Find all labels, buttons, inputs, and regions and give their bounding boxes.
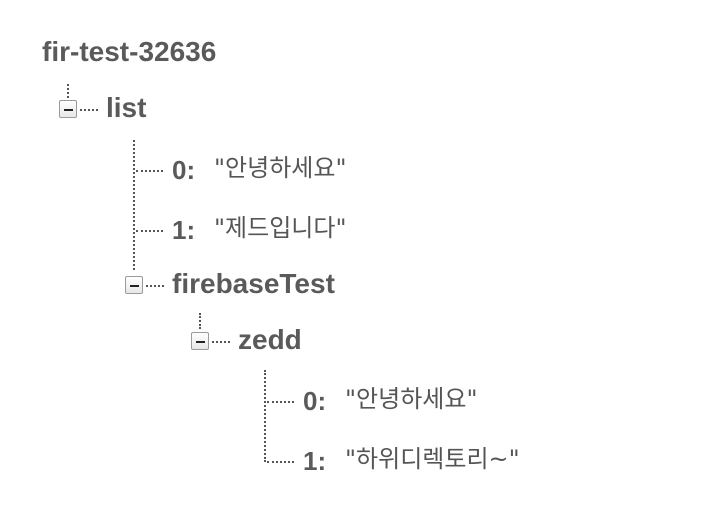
zedd-item-value-0[interactable]: "안녕하세요" (345, 385, 478, 413)
list-item-value-1[interactable]: "제드입니다" (214, 214, 347, 242)
tree-connector (133, 140, 135, 270)
zedd-item-key-0[interactable]: 0: (303, 386, 327, 416)
tree-connector (199, 313, 201, 329)
list-item-key-1[interactable]: 1: (172, 215, 196, 245)
collapse-toggle-icon[interactable] (191, 332, 209, 350)
zedd-node-label[interactable]: zedd (238, 324, 302, 355)
root-node-label[interactable]: fir-test-32636 (42, 36, 217, 67)
tree-connector (267, 401, 294, 403)
firebase-test-node-label[interactable]: firebaseTest (172, 268, 335, 299)
tree-connector (212, 341, 230, 343)
tree-connector (136, 230, 163, 232)
list-item-value-0[interactable]: "안녕하세요" (214, 154, 347, 182)
collapse-toggle-icon[interactable] (125, 276, 143, 294)
tree-connector (267, 461, 294, 463)
tree-connector (136, 170, 163, 172)
tree-connector (80, 109, 98, 111)
zedd-item-key-1[interactable]: 1: (303, 446, 327, 476)
tree-connector (264, 370, 266, 462)
zedd-item-value-1[interactable]: "하위디렉토리~" (345, 445, 520, 473)
tree-connector (146, 285, 164, 287)
tree-connector (67, 84, 69, 98)
list-node-label[interactable]: list (106, 92, 147, 123)
list-item-key-0[interactable]: 0: (172, 155, 196, 185)
collapse-toggle-icon[interactable] (59, 100, 77, 118)
